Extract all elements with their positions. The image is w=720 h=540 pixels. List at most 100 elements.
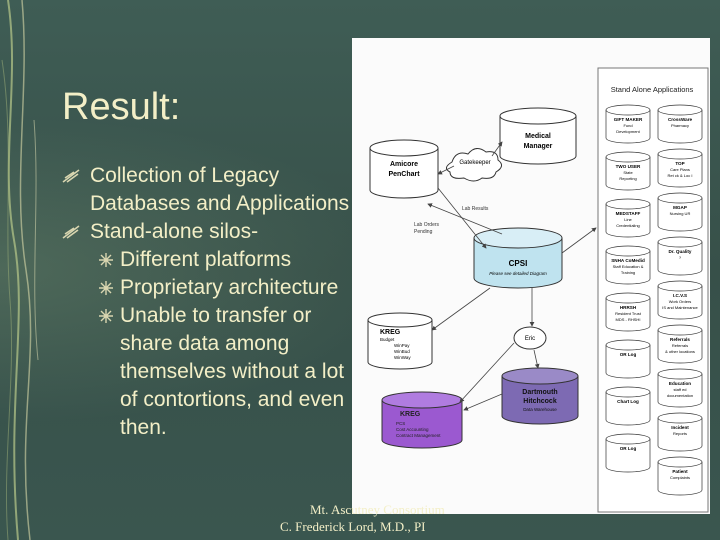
sub-bullet-item: Proprietary architecture [62, 274, 362, 302]
kreg-bottom-node: KREG PCS Cost Accounting Contract Manage… [381, 391, 463, 449]
bullet-mark-icon [62, 169, 80, 183]
sub-bullet-text: Different platforms [120, 248, 292, 271]
app-label: SNHA CoMedid [611, 258, 645, 263]
lab-orders-line1: Lab Orders [414, 222, 440, 228]
app-label: Pharmacy [671, 123, 689, 128]
app-label: Development [616, 129, 640, 134]
app-label: Staff Education & [613, 264, 644, 269]
kreg-top-node: KREG Budget WinPay WinBud WinWay [367, 312, 433, 370]
eric-label: Eric [525, 336, 535, 342]
app-label: Fund [623, 123, 632, 128]
kreg-top-title: KREG [380, 329, 401, 336]
app-label: State [623, 170, 633, 175]
app-database-node: OR Log [605, 339, 651, 379]
app-label: Incident [671, 425, 689, 430]
app-label: MGAP [673, 205, 687, 210]
cpsi-title: CPSI [509, 259, 528, 268]
app-label: Care Plans [670, 167, 690, 172]
gatekeeper-label: Gatekeeper [459, 160, 490, 166]
app-label: Line [624, 217, 632, 222]
gatekeeper-node: Gatekeeper [446, 148, 502, 182]
lab-orders-line2: Pending [414, 229, 433, 235]
kreg-top-sub: Budget [380, 337, 395, 342]
amicore-node: Amicore PenChart [369, 139, 439, 199]
app-label: TWO USER [616, 164, 641, 169]
app-label: IS and Maintenance [662, 305, 698, 310]
apps-heading: Stand Alone Applications [611, 85, 694, 94]
app-label: Training [621, 270, 635, 275]
app-label: TOP [675, 161, 684, 166]
app-label: Resident Trust [615, 311, 642, 316]
sub-bullet-text: Unable to transfer or share data among t… [120, 304, 345, 439]
system-diagram-svg: Stand Alone Applications Medical Manager… [367, 67, 709, 513]
app-database-node: Dr. Quality? [657, 236, 703, 276]
app-label: Patient [672, 469, 688, 474]
app-label: HRRSH [620, 305, 637, 310]
eric-node: Eric [513, 326, 547, 350]
app-label: OR Log [620, 352, 637, 357]
bullet-mark-icon [62, 225, 80, 239]
bullet-item: Collection of Legacy Databases and Appli… [62, 162, 362, 218]
app-database-node: OR Log [605, 433, 651, 473]
app-label: ? [679, 255, 682, 260]
kreg-top-item: WinPay [394, 343, 410, 348]
connectors [427, 141, 597, 411]
app-label: OR Log [620, 446, 637, 451]
credit-line2: C. Frederick Lord, M.D., PI [280, 519, 426, 534]
app-label: & other locations [665, 349, 695, 354]
medical-manager-line1: Medical [525, 133, 551, 140]
app-label: Reporting [619, 176, 636, 181]
system-diagram: Stand Alone Applications Medical Manager… [352, 38, 710, 514]
sub-bullet-item: Unable to transfer or share data among t… [62, 302, 356, 442]
medical-manager-line2: Manager [524, 143, 553, 150]
app-label: GIFT MAKER [614, 117, 643, 122]
kreg-top-item: WinWay [394, 355, 411, 360]
app-database-node: Chart Log [605, 386, 651, 426]
bullet-text: Stand-alone silos- [90, 220, 259, 243]
amicore-line2: PenChart [388, 171, 420, 178]
kreg-bottom-item: PCS [396, 421, 405, 426]
dartmouth-line1: Dartmouth [522, 389, 557, 396]
dartmouth-line2: Hitchcock [523, 398, 557, 405]
app-label: Dr. Quality [669, 249, 692, 254]
lab-results-label: Lab Results [462, 206, 489, 212]
sub-bullet-text: Proprietary architecture [120, 276, 339, 299]
app-label: MEDSTAFF [616, 211, 641, 216]
app-label: Ret ck & Loc I [668, 173, 693, 178]
dartmouth-node: Dartmouth Hitchcock Data Warehouse [501, 367, 579, 425]
app-label: documentation [667, 393, 693, 398]
app-label: I.C.V.S [673, 293, 687, 298]
credit-line1: Mt. Ascutney Consortium [310, 502, 445, 517]
app-label: Chart Log [617, 399, 639, 404]
app-label: Referrals [670, 337, 690, 342]
slide-title: Result: [62, 86, 181, 128]
app-label: CrossWare [668, 117, 693, 122]
sub-bullet-mark-icon [99, 253, 113, 267]
app-label: Complaints [670, 475, 690, 480]
cpsi-note: Please see detailed Diagram [489, 271, 547, 276]
app-label: Reports [673, 431, 687, 436]
dartmouth-sub: Data Warehouse [523, 407, 557, 412]
bullet-text: Collection of Legacy Databases and Appli… [90, 164, 350, 215]
cpsi-node: CPSI Please see detailed Diagram [473, 227, 563, 289]
kreg-bottom-item: Contract Management [396, 433, 441, 438]
medical-manager-node: Medical Manager [499, 107, 577, 165]
kreg-top-item: WinBud [394, 349, 410, 354]
kreg-bottom-item: Cost Accounting [396, 427, 429, 432]
app-label: Education [669, 381, 691, 386]
decorative-wisp [1, 0, 39, 540]
